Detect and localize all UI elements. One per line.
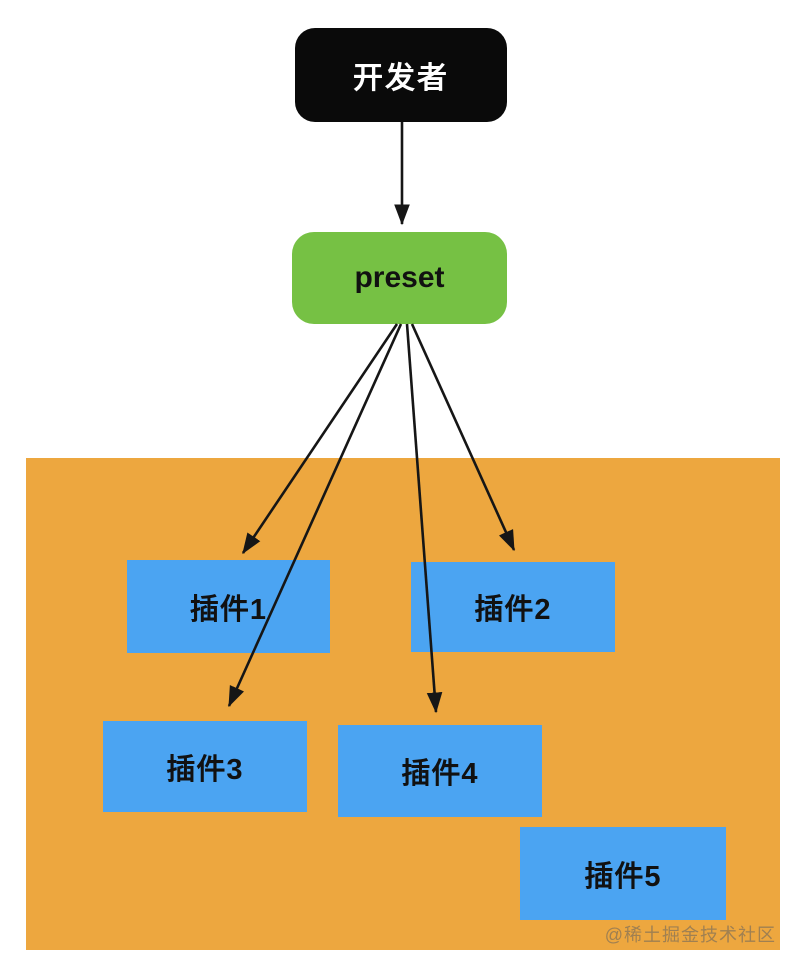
node-plugin5: 插件5	[520, 827, 726, 920]
node-plugin5-label: 插件5	[584, 860, 662, 893]
node-plugin4: 插件4	[338, 725, 542, 817]
node-preset-label: preset	[354, 261, 445, 294]
node-plugin2: 插件2	[411, 562, 615, 652]
node-plugin4-label: 插件4	[401, 758, 479, 790]
node-plugin1: 插件1	[127, 560, 330, 653]
watermark: @稀土掘金技术社区	[604, 925, 776, 945]
node-plugin2-label: 插件2	[474, 594, 552, 626]
node-plugin3-label: 插件3	[166, 753, 244, 786]
node-plugin3: 插件3	[103, 721, 307, 812]
node-developer-label: 开发者	[353, 62, 449, 95]
node-developer: 开发者	[295, 28, 507, 122]
node-plugin1-label: 插件1	[189, 593, 268, 626]
node-preset: preset	[292, 232, 507, 324]
